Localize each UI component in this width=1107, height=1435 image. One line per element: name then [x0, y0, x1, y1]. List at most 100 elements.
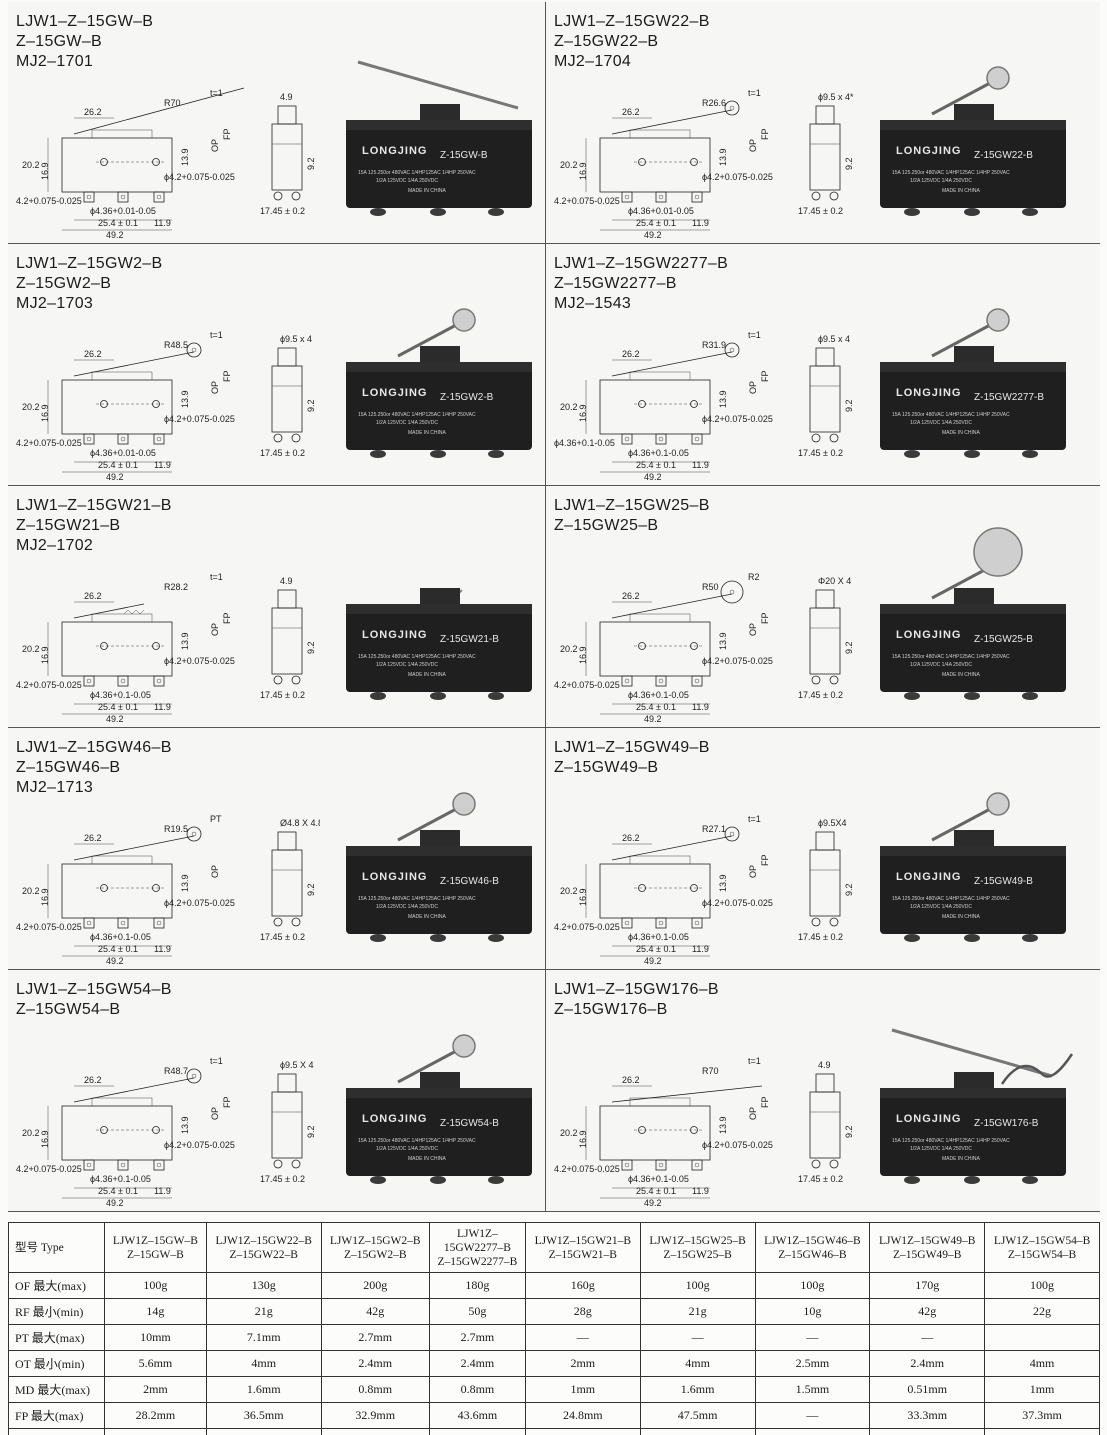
photo-roller	[452, 308, 476, 332]
dim-free-position: FP	[222, 612, 232, 624]
dim-thickness: t=1	[210, 330, 223, 340]
side-terminal	[811, 433, 821, 443]
photo-rating-line-2: 1/2A 125VDC 1/4A 250VDC	[376, 178, 438, 184]
table-cell: —	[639, 1324, 756, 1351]
table-cell: 41.2 ± 0.8mm	[639, 1428, 756, 1435]
side-actuator-head	[277, 1073, 297, 1093]
dim-free-position: FP	[222, 370, 232, 382]
photo-terminal	[370, 1176, 386, 1184]
table-cell: 42g	[869, 1298, 986, 1325]
photo-terminal	[488, 1176, 504, 1184]
table-cell: 4mm	[205, 1350, 322, 1377]
dim-total-length: 49.2	[644, 1198, 662, 1208]
photo-brand-label: LONGJING	[896, 1113, 961, 1125]
photo-rating-line-2: 1/2A 125VDC 1/4A 250VDC	[910, 178, 972, 184]
dim-mount-pitch: 25.4 ± 0.1	[636, 1186, 676, 1196]
photo-rating-line-2: 1/2A 125VDC 1/4A 250VDC	[376, 904, 438, 910]
dim-side-width: ϕ9.5 x 4*	[818, 92, 854, 102]
dim-hole-right: ϕ4.2+0.075-0.025	[702, 414, 773, 424]
table-cell: —	[524, 1324, 641, 1351]
dim-height-plunger: 13.9	[180, 390, 190, 408]
dim-hole-left: 4.2+0.075-0.025	[16, 922, 82, 932]
side-view-drawing: ϕ9.5 X 49.217.45 ± 0.2	[260, 1060, 316, 1184]
dim-terminal-hole: ϕ4.36+0.01-0.05	[90, 206, 156, 216]
product-model-name: LJW1–Z–15GW54–B	[16, 981, 172, 998]
terminal-screw	[120, 920, 126, 926]
table-cell: 30.2 ± 0.8mm	[205, 1428, 322, 1435]
side-terminal	[829, 675, 839, 685]
dim-lever-length: 26.2	[622, 591, 640, 601]
dim-terminal-hole: ϕ4.36+0.1-0.05	[628, 690, 689, 700]
table-cell: 28.2mm	[104, 1402, 207, 1429]
terminal-pin	[691, 1159, 703, 1171]
terminal-pin	[117, 433, 129, 445]
dim-side-width: ϕ9.5 x 4	[280, 334, 312, 344]
photo-lever	[397, 806, 459, 842]
photo-terminal	[370, 934, 386, 942]
photo-terminal	[904, 208, 920, 216]
model-column-line: LJW1Z–15GW22–B	[215, 1234, 312, 1247]
dim-side-width: Φ20 X 4	[818, 576, 851, 586]
side-actuator-head	[277, 105, 297, 125]
product-model-name: MJ2–1701	[16, 53, 94, 70]
terminal-screw	[624, 436, 630, 442]
photo-switch-body	[346, 846, 532, 934]
dim-mount-pitch: 25.4 ± 0.1	[636, 218, 676, 228]
dim-height-body: 16.9	[578, 888, 588, 906]
terminal-pin	[691, 917, 703, 929]
photo-rating-line-1: 15A 125.250or 480VAC 1/4HP125AC 1/4HP 25…	[358, 170, 476, 176]
terminal-screw	[624, 194, 630, 200]
plunger-housing	[629, 129, 691, 139]
photo-model-label: Z-15GW-B	[440, 150, 488, 161]
product-model-name: LJW1–Z–15GW176–B	[554, 981, 719, 998]
photo-roller	[986, 308, 1010, 332]
dim-height-body: 16.9	[40, 888, 50, 906]
dim-total-length: 49.2	[644, 714, 662, 724]
table-cell: 2.5mm	[754, 1350, 871, 1377]
photo-lever	[931, 322, 993, 358]
model-column-line: Z–15GW21–B	[548, 1248, 617, 1261]
dim-hole-left: 4.2+0.075-0.025	[16, 680, 82, 690]
switch-body-outline	[61, 137, 173, 193]
terminal-pin	[83, 191, 95, 203]
table-cell: 37.3mm	[984, 1402, 1100, 1429]
photo-terminal	[964, 450, 980, 458]
dim-height-overall: 20.2	[22, 886, 40, 896]
roller-axle	[729, 347, 735, 353]
dim-mount-pitch: 25.4 ± 0.1	[636, 702, 676, 712]
dim-lever-radius: R70	[702, 1066, 719, 1076]
side-actuator-head	[815, 347, 835, 367]
photo-lever	[931, 806, 993, 842]
photo-brand-label: LONGJING	[362, 871, 427, 883]
side-body-outline	[809, 607, 841, 675]
dim-hole-left: 4.2+0.075-0.025	[554, 196, 620, 206]
table-cell: 1.5mm	[754, 1376, 871, 1403]
dim-terminal-hole: ϕ4.36+0.01-0.05	[628, 206, 694, 216]
dim-operating-position: OP	[748, 623, 758, 636]
dim-height-body: 16.9	[578, 646, 588, 664]
table-cell: 2mm	[104, 1376, 207, 1403]
dim-free-position: FP	[760, 854, 770, 866]
dim-total-length: 49.2	[106, 472, 124, 482]
photo-terminal	[1022, 1176, 1038, 1184]
photo-terminal	[964, 934, 980, 942]
photo-switch-body	[346, 1088, 532, 1176]
side-terminal	[811, 675, 821, 685]
dim-lever-length: 26.2	[84, 1075, 102, 1085]
side-terminal	[811, 917, 821, 927]
roller-wheel	[720, 580, 744, 604]
photo-terminal	[904, 934, 920, 942]
side-terminal	[829, 1159, 839, 1169]
photo-rating-line-1: 15A 125.250or 480VAC 1/4HP125AC 1/4HP 25…	[358, 1138, 476, 1144]
model-column-line: Z–15GW2–B	[343, 1248, 407, 1261]
table-cell: 160g	[524, 1272, 641, 1299]
plunger-housing	[91, 371, 153, 381]
dim-height-plunger: 13.9	[718, 148, 728, 166]
